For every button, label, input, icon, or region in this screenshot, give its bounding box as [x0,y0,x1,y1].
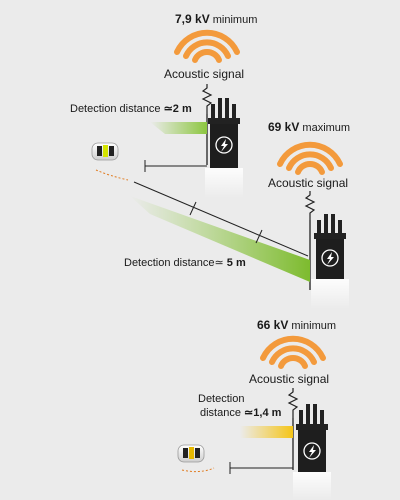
distance-value: ≃1,4 m [244,407,282,419]
voltage-qualifier: minimum [291,320,337,332]
distance-line-middle [133,181,309,257]
acoustic-signal-label-middle: Acoustic signal [268,176,349,190]
acoustic-wave-icon [174,29,240,63]
detector-arrow [95,169,129,181]
distance-tick [189,201,197,216]
distance-tick [255,229,263,244]
voltage-label-middle: 69 kV maximum [268,121,350,135]
lightning-bolt-icon [221,139,228,152]
detector-device-icon [91,142,119,161]
transformer-icon [205,98,243,198]
detection-beam-top [150,122,207,134]
voltage-qualifier: minimum [212,14,258,26]
lightning-bolt-icon [309,445,316,458]
voltage-value: 7,9 kV [175,12,210,26]
signal-lead [201,84,213,114]
voltage-qualifier: maximum [302,122,351,134]
detection-beam-bottom [240,426,293,438]
transformer-icon [311,214,349,309]
distance-label: Detection distance≃ [124,257,224,269]
detection-distance-label-middle: Detection distance≃ 5 m [124,257,246,270]
voltage-value: 66 kV [257,318,289,332]
voltage-label-bottom: 66 kV minimum [257,319,336,333]
detection-distance-label-bottom-line2: distance ≃1,4 m [200,407,281,420]
acoustic-signal-label-top: Acoustic signal [164,67,245,81]
acoustic-signal-label-bottom: Acoustic signal [249,372,330,386]
distance-value: ≃2 m [163,103,192,115]
detection-distance-label-top: Detection distance ≃2 m [70,103,192,116]
signal-lead [304,191,316,220]
distance-label: Detection distance [70,103,161,115]
detector-arrow [181,467,215,473]
voltage-label-top: 7,9 kV minimum [175,13,257,27]
detection-beam-middle [130,196,310,282]
distance-label: distance [200,407,241,419]
distance-value: 5 m [226,257,246,269]
lightning-bolt-icon [327,252,334,265]
transformer-icon [293,404,331,500]
voltage-value: 69 kV [268,120,300,134]
acoustic-wave-icon [277,141,343,175]
signal-lead [287,388,299,418]
detection-distance-label-bottom-line1: Detection [198,393,245,405]
acoustic-wave-icon [260,335,326,369]
detector-device-icon [177,444,205,463]
